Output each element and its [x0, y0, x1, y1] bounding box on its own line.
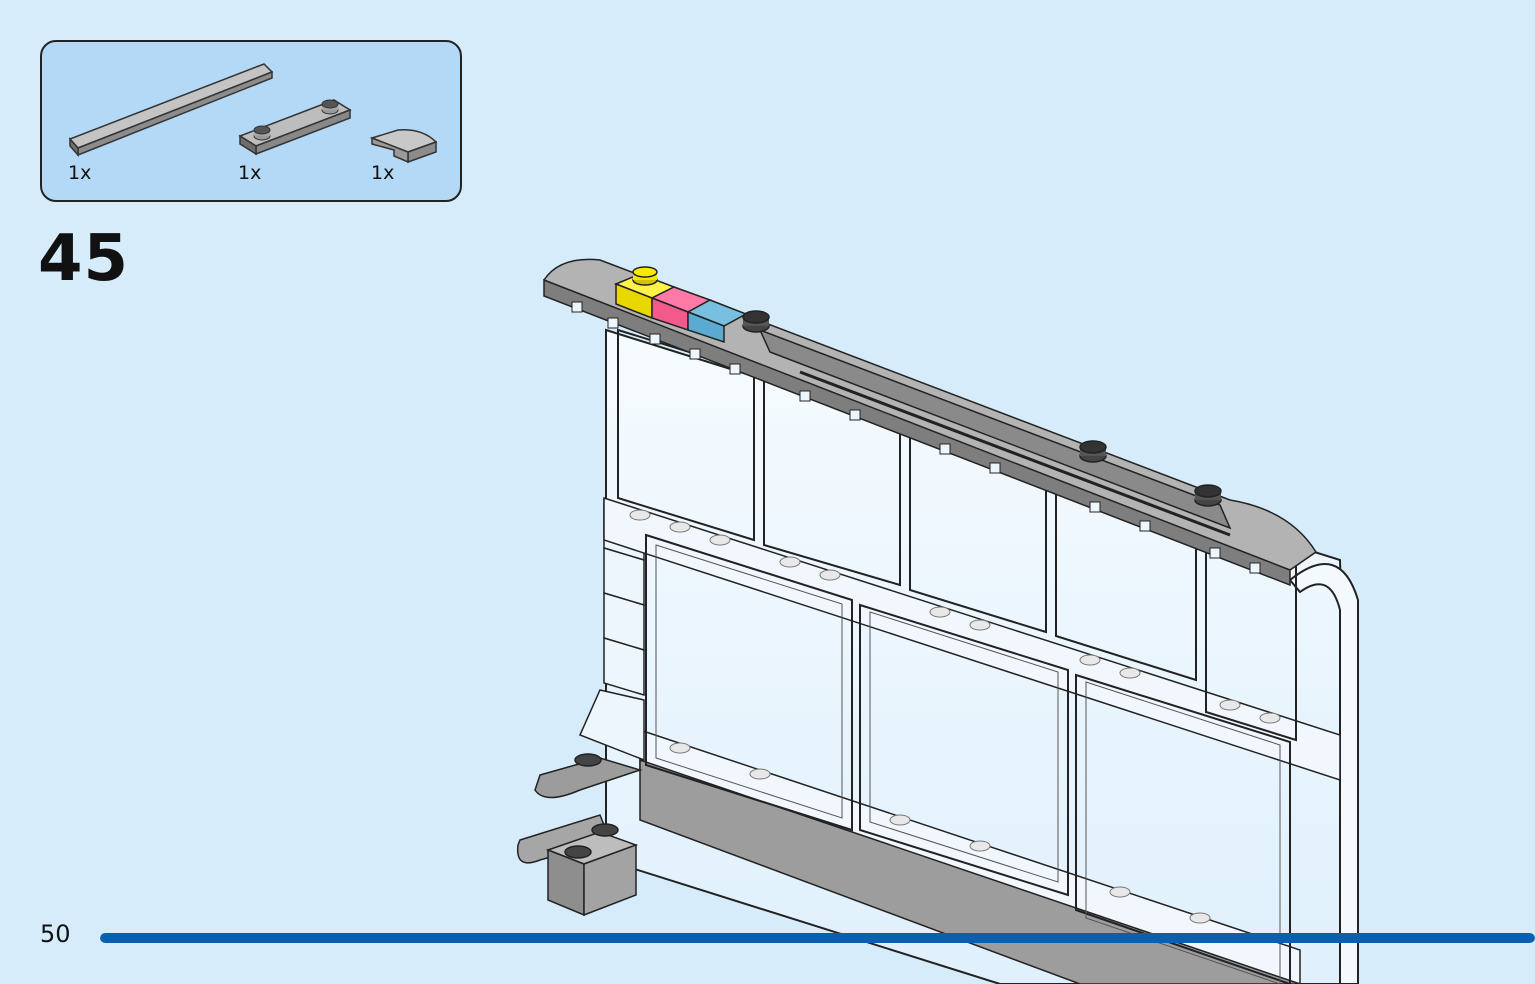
progress-bar: [100, 933, 1535, 943]
part-curved-slope-icon: [369, 129, 438, 164]
progress-fill: [100, 933, 1535, 943]
part-2-qty: 1x: [238, 162, 262, 184]
lower-windows: [645, 533, 1291, 984]
parts-illustration: [68, 63, 438, 164]
roof-studs: [742, 310, 1222, 507]
parts-callout: 1x 1x 1x: [40, 40, 462, 202]
brick-studs: [629, 509, 1281, 924]
right-curve: [1288, 563, 1359, 984]
part-3-qty: 1x: [371, 162, 395, 184]
part-flat-tile-icon: [68, 63, 274, 157]
hinge-bracket: [516, 753, 643, 917]
roof-beam: [543, 258, 1318, 587]
left-brace: [578, 689, 645, 762]
part-1-qty: 1x: [68, 162, 92, 184]
page-number: 50: [40, 920, 71, 948]
roof-clips: [571, 301, 1261, 574]
step-number: 45: [38, 222, 130, 296]
part-plate-two-studs-icon: [238, 99, 352, 156]
window-inner-lines: [655, 544, 1281, 984]
